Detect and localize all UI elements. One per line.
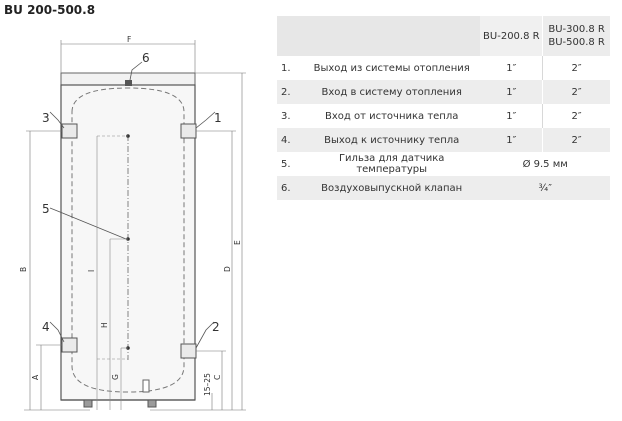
row-number: 3. — [281, 110, 291, 122]
row-name: Выход из системы отопления — [313, 62, 470, 74]
row-number: 2. — [277, 80, 303, 104]
row-name: Вход от источника тепла — [324, 110, 459, 122]
dimension-C-label: C — [213, 375, 222, 380]
row-value-merged: Ø 9.5 мм — [522, 158, 568, 170]
row-value-200: 1″ — [506, 62, 517, 74]
dimension-H-label: H — [100, 322, 109, 328]
header-empty-num — [277, 16, 303, 56]
page-title: BU 200-500.8 — [4, 3, 96, 17]
row-number: 1. — [281, 62, 291, 74]
row-value-200: 1″ — [506, 110, 517, 122]
table-row: 3. Вход от источника тепла 1″ 2″ — [277, 104, 610, 128]
dimension-B-label: B — [19, 267, 28, 272]
row-value-300-500: 2″ — [542, 56, 610, 80]
tank-foot-left — [83, 399, 93, 408]
drain-stub — [142, 379, 150, 393]
tank-inner-vessel — [71, 87, 185, 393]
row-number: 5. — [281, 158, 291, 170]
row-value-200: 1″ — [480, 80, 543, 104]
table-row: 4. Выход к источнику тепла 1″ 2″ — [277, 128, 610, 152]
connection-3 — [61, 123, 78, 139]
dimension-range-label: 15–25 — [203, 373, 212, 396]
row-name: Вход в систему отопления — [302, 80, 481, 104]
callout-5: 5 — [42, 202, 50, 216]
table-row: 2. Вход в систему отопления 1″ 2″ — [277, 80, 610, 104]
row-number: 6. — [277, 176, 303, 200]
row-name: Гильза для датчика температуры — [338, 153, 445, 175]
callout-2: 2 — [212, 320, 220, 334]
header-bu-200: BU-200.8 R — [480, 16, 543, 56]
dimension-E-label: E — [233, 240, 242, 245]
table-row: 6. Воздуховыпускной клапан ¾″ — [277, 176, 610, 200]
callout-3: 3 — [42, 111, 50, 125]
table-row: 1. Выход из системы отопления 1″ 2″ — [277, 56, 610, 80]
row-value-300-500: 2″ — [542, 104, 610, 128]
connections-table: BU-200.8 R BU-300.8 R BU-500.8 R 1. Выхо… — [277, 16, 610, 200]
row-value-300-500: 2″ — [542, 128, 610, 152]
dimension-I-label: I — [87, 270, 96, 272]
callout-1: 1 — [214, 111, 222, 125]
tank-diagram: 6 1 3 5 4 2 F B A I H G E D — [19, 35, 246, 411]
row-name: Выход к источнику тепла — [302, 128, 481, 152]
table-row: 5. Гильза для датчика температуры Ø 9.5 … — [277, 152, 610, 176]
tank-foot-right — [147, 399, 157, 408]
connection-4 — [61, 337, 78, 353]
header-bu-500: BU-500.8 R — [548, 37, 605, 48]
row-name: Воздуховыпускной клапан — [302, 176, 481, 200]
callout-4: 4 — [42, 320, 50, 334]
air-valve — [125, 80, 132, 86]
callout-6: 6 — [142, 51, 150, 65]
row-value-merged: ¾″ — [480, 176, 610, 200]
header-empty-name — [302, 16, 481, 56]
dimension-D-label: D — [223, 266, 232, 272]
table-header-row: BU-200.8 R BU-300.8 R BU-500.8 R — [277, 16, 610, 56]
header-bu-300-500: BU-300.8 R BU-500.8 R — [542, 16, 610, 56]
header-bu-300: BU-300.8 R — [548, 24, 605, 35]
dimension-G-label: G — [111, 374, 120, 380]
row-value-200: 1″ — [480, 128, 543, 152]
dimension-F-label: F — [127, 35, 131, 44]
connection-1 — [180, 123, 197, 139]
row-number: 4. — [277, 128, 303, 152]
row-value-300-500: 2″ — [542, 80, 610, 104]
connection-2 — [180, 343, 197, 359]
dimension-A-label: A — [31, 374, 40, 380]
